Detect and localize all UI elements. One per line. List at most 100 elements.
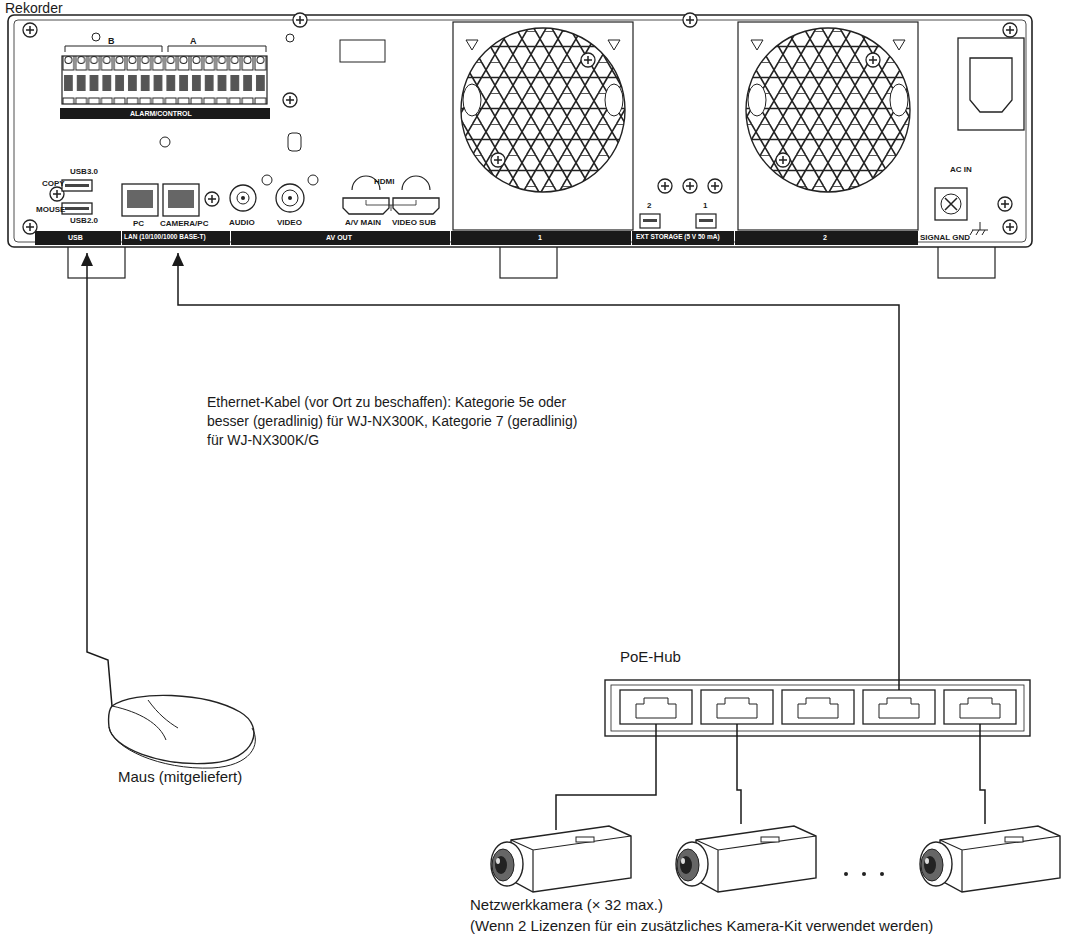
drawing-part (658, 179, 672, 193)
recorder-node: Rekorder (0, 0, 1040, 252)
panel-label: USB2.0 (70, 217, 98, 225)
drawing-part (65, 184, 89, 187)
drawing-part (23, 23, 37, 37)
drawing-part (65, 46, 266, 52)
camera-drawings (491, 826, 1060, 892)
cable-line (178, 253, 899, 690)
drawing-part (108, 695, 253, 763)
drawing-part (283, 93, 297, 107)
node-text: Netzwerkkamera (× 32 max.) (470, 896, 663, 914)
panel-label: A (190, 37, 197, 46)
drawing-part (998, 197, 1012, 211)
drawing-part (205, 192, 219, 206)
drawing-part (620, 690, 1016, 724)
panel-label: PC (133, 220, 144, 228)
drawing-part (866, 53, 880, 67)
drawing-part (109, 727, 255, 768)
drawing-part (366, 200, 416, 211)
node-text: Rekorder (5, 0, 63, 17)
drawing-part (308, 175, 318, 185)
panel-label: HDMI (374, 178, 394, 186)
drawing-part (746, 28, 910, 192)
panel-label: AV OUT (326, 234, 352, 241)
drawing-part (62, 180, 92, 191)
drawing-part (491, 153, 505, 167)
drawing-part (708, 179, 722, 193)
drawing-part (683, 179, 697, 193)
drawing-part (461, 28, 625, 192)
hub-node: PoE-Hub (600, 648, 1035, 740)
cable-line (980, 724, 985, 824)
panel-label: VIDEO SUB (392, 219, 436, 227)
drawing-part (683, 13, 697, 27)
drawing-part (288, 196, 292, 200)
drawing-part (453, 22, 633, 230)
cable-connector (980, 724, 985, 824)
drawing-part (466, 40, 905, 50)
drawing-part (230, 185, 256, 211)
drawing-part (735, 231, 918, 245)
drawing-part (738, 22, 918, 230)
cable-connector (737, 724, 741, 824)
drawing-part (863, 690, 935, 724)
drawing-part (163, 184, 199, 216)
drawing-part (945, 198, 957, 210)
drawing-part (970, 222, 988, 235)
drawing-part (241, 196, 245, 200)
cable-connector (81, 253, 112, 706)
drawing-part (632, 231, 734, 245)
node-text: PoE-Hub (620, 648, 681, 666)
drawing-part (237, 192, 249, 204)
mouse-drawing (108, 695, 255, 768)
camera-node: Netzwerkkamera (× 32 max.) (Wenn 2 Lizenz… (455, 800, 1091, 944)
drawing-part (970, 58, 1012, 112)
drawing-part (636, 698, 1000, 718)
panel-label: 2 (823, 234, 827, 241)
drawing-part (611, 685, 1024, 731)
drawing-part (23, 220, 37, 234)
drawing-part (944, 690, 1016, 724)
panel-label: ALARM/CONTROL (130, 110, 192, 117)
drawing-part (676, 826, 816, 892)
drawing-part (112, 700, 178, 740)
node-text: Maus (mitgeliefert) (118, 768, 242, 786)
drawing-part (286, 34, 294, 42)
drawing-part (920, 826, 1060, 892)
drawing-part (717, 698, 757, 718)
drawing-part (696, 214, 716, 228)
drawing-part (451, 231, 631, 245)
drawing-part (1003, 220, 1017, 234)
node-text: (Wenn 2 Lizenzen für ein zusätzliches Ka… (470, 917, 933, 935)
drawing-part (491, 826, 631, 892)
panel-label: 2 (647, 202, 651, 210)
panel-label: B (108, 37, 115, 46)
drawing-part (62, 203, 92, 214)
drawing-part (581, 53, 595, 67)
drawing-part (122, 231, 230, 245)
cable-line (556, 724, 656, 830)
drawing-part (127, 190, 153, 208)
drawing-part (798, 698, 838, 718)
drawing-part (935, 188, 967, 220)
arrow-head (81, 253, 93, 266)
drawing-part (748, 84, 766, 116)
drawing-part (701, 690, 773, 724)
cable-line (87, 253, 112, 706)
panel-label: USB3.0 (70, 168, 98, 176)
drawing-part (941, 194, 961, 214)
drawing-part (500, 244, 557, 278)
drawing-part (293, 13, 307, 27)
drawing-part (92, 33, 100, 41)
mouse-node: Maus (mitgeliefert) (100, 700, 320, 792)
drawing-part (168, 190, 194, 208)
drawing-part (262, 175, 272, 185)
drawing-part (960, 698, 1000, 718)
drawing-part (463, 84, 481, 116)
drawing-part (636, 698, 676, 718)
cable-label: Ethernet-Kabel (vor Ort zu beschaffen): … (205, 392, 589, 451)
drawing-part (60, 108, 270, 119)
drawing-part (68, 244, 125, 278)
drawing-part (640, 214, 660, 228)
